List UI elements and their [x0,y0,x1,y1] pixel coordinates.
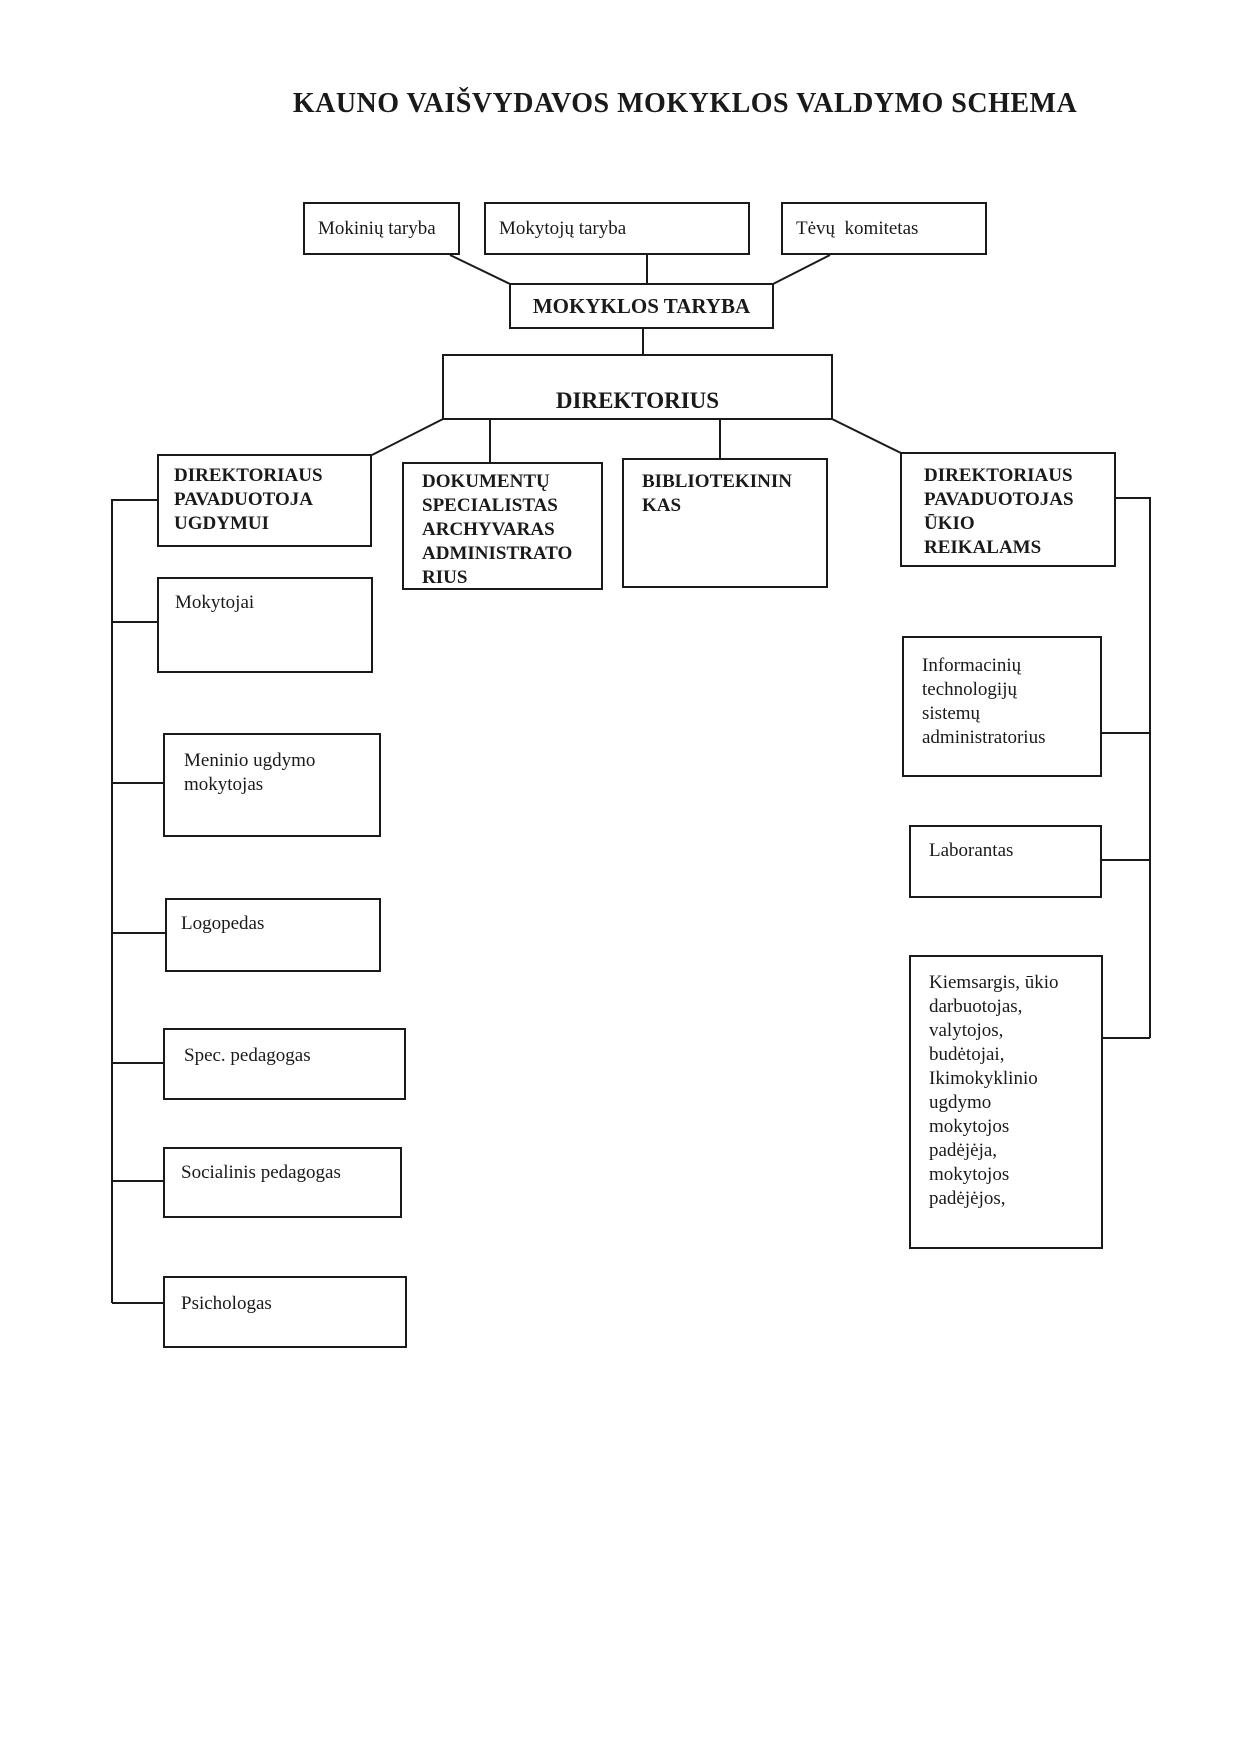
node-it-sistemu-administratorius: Informacinių technologijų sistemų admini… [902,636,1102,777]
node-meninio-ugdymo-mokytojas: Meninio ugdymo mokytojas [163,733,381,837]
node-label: DIREKTORIAUS PAVADUOTOJA UGDYMUI [174,465,323,534]
node-label: Socialinis pedagogas [181,1162,341,1183]
node-direktorius: DIREKTORIUS [442,354,833,420]
spine-education [111,499,157,1303]
node-label: MOKYKLOS TARYBA [532,294,751,318]
node-label: Mokinių taryba [318,217,436,239]
edge-mokiniu-to-council [449,254,511,285]
node-label: DOKUMENTŲ SPECIALISTAS ARCHYVARAS ADMINI… [422,471,573,588]
node-psichologas: Psichologas [163,1276,407,1348]
node-socialinis-pedagogas: Socialinis pedagogas [163,1147,402,1218]
spine-facilities [1115,497,1151,1038]
node-deputy-education: DIREKTORIAUS PAVADUOTOJA UGDYMUI [157,454,372,547]
node-label: DIREKTORIAUS PAVADUOTOJAS ŪKIO REIKALAMS [924,465,1074,558]
node-label: Mokytojai [175,592,255,613]
node-mokytojai: Mokytojai [157,577,373,673]
node-label: Spec. pedagogas [184,1045,311,1066]
node-mokytoju-taryba: Mokytojų taryba [484,202,750,255]
node-label: Kiemsargis, ūkio darbuotojas, valytojos,… [929,972,1059,1209]
node-label: Psichologas [181,1293,272,1314]
node-label: DIREKTORIUS [555,388,720,413]
node-label: Meninio ugdymo mokytojas [184,750,316,795]
node-logopedas: Logopedas [165,898,381,972]
node-spec-pedagogas: Spec. pedagogas [163,1028,406,1100]
node-mokyklos-taryba: MOKYKLOS TARYBA [509,283,774,329]
edge-director-to-deputy-education [371,418,444,456]
node-label: Tėvų komitetas [796,217,919,239]
node-label: Laborantas [929,840,1014,861]
node-label: BIBLIOTEKININ KAS [642,471,792,516]
node-deputy-facilities: DIREKTORIAUS PAVADUOTOJAS ŪKIO REIKALAMS [900,452,1116,567]
node-document-specialist: DOKUMENTŲ SPECIALISTAS ARCHYVARAS ADMINI… [402,462,603,590]
edge-tevu-to-council [772,254,831,285]
edge-director-to-deputy-facilities [831,418,902,454]
node-kiemsargis-ukio-darbuotojai: Kiemsargis, ūkio darbuotojas, valytojos,… [909,955,1103,1249]
node-label: Logopedas [181,913,265,934]
node-tevu-komitetas: Tėvų komitetas [781,202,987,255]
node-librarian: BIBLIOTEKININ KAS [622,458,828,588]
page-title: KAUNO VAIŠVYDAVOS MOKYKLOS VALDYMO SCHEM… [292,88,1078,119]
node-laborantas: Laborantas [909,825,1102,898]
node-label: Informacinių technologijų sistemų admini… [922,655,1046,748]
node-mokiniu-taryba: Mokinių taryba [303,202,460,255]
node-label: Mokytojų taryba [499,217,627,239]
